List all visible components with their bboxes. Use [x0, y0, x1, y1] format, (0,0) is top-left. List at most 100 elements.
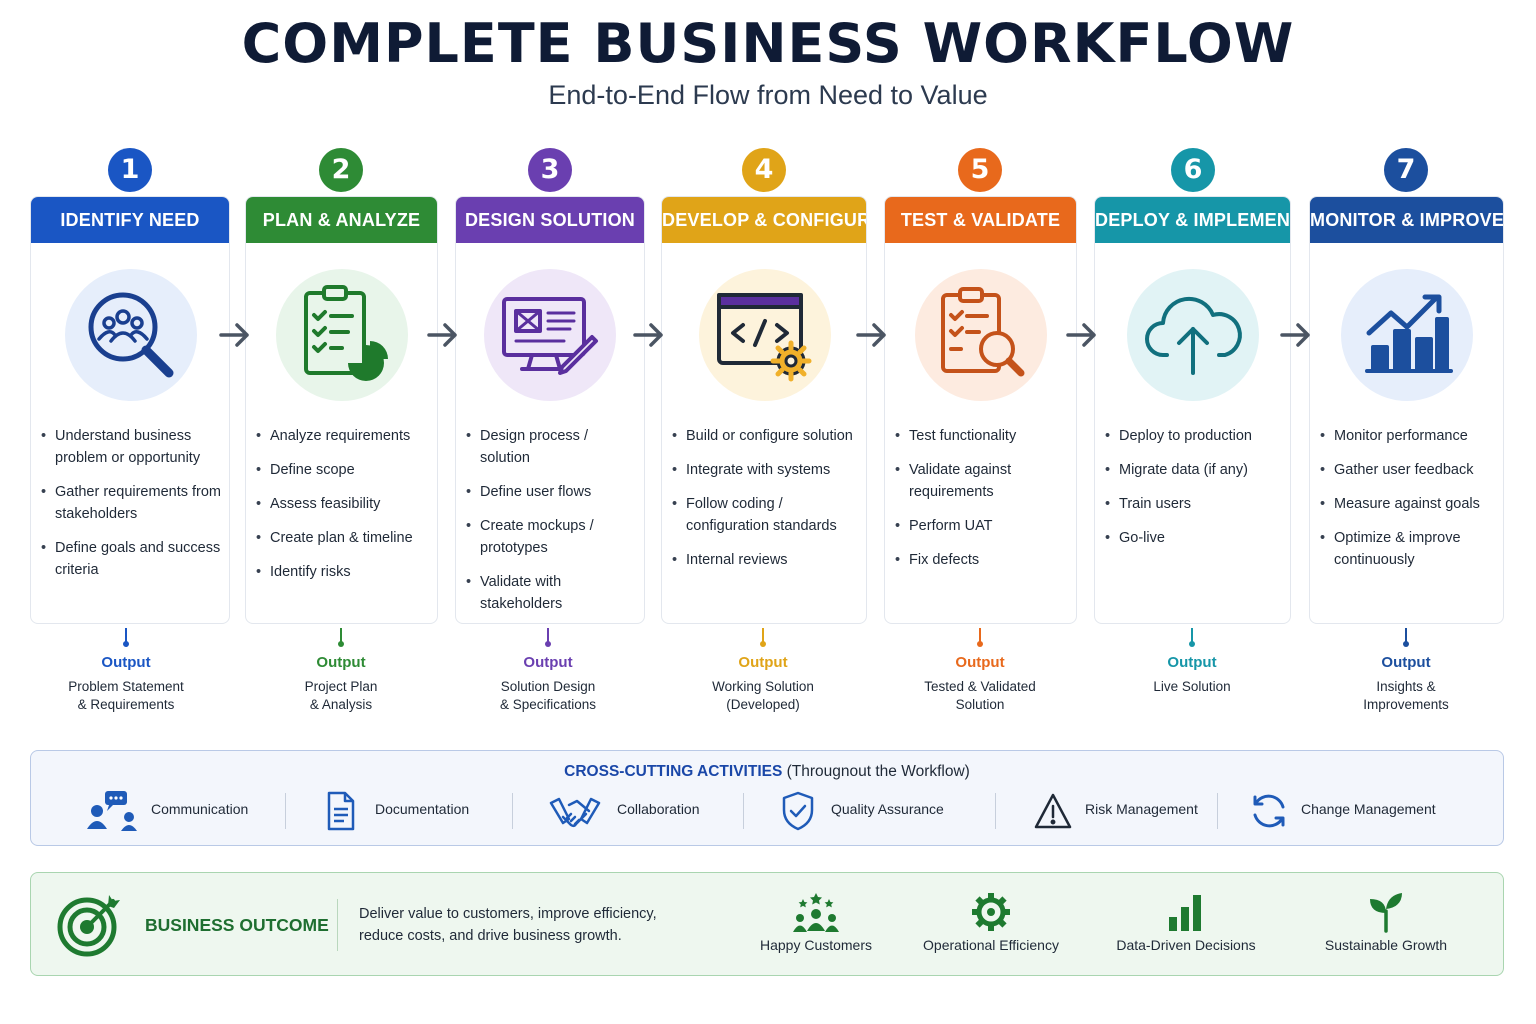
arrow-right-icon [219, 323, 249, 347]
checklist-magnifier-icon [915, 269, 1047, 401]
sprout-icon [1370, 893, 1402, 933]
step-bullets: Understand business problem or opportuni… [41, 425, 223, 593]
arrow-right-icon [633, 323, 663, 347]
cross-item-quality-assurance: Quality Assurance [781, 791, 981, 831]
cross-item-communication: Communication [85, 791, 265, 831]
list-item: Deploy to production [1105, 425, 1284, 447]
output-label: Output [316, 654, 366, 671]
output-connector [545, 628, 551, 647]
arrow-right-icon [427, 323, 457, 347]
cross-item-change-management: Change Management [1249, 791, 1469, 831]
gear-icon [972, 893, 1010, 931]
clipboard-chart-icon [276, 269, 408, 401]
benefit-label: Happy Customers [759, 937, 873, 953]
business-outcome-text: Deliver value to customers, improve effi… [359, 906, 657, 944]
chat-people-icon [87, 791, 137, 831]
output-text: Insights & Improvements [1363, 679, 1449, 712]
output-connector [338, 628, 344, 647]
step-card: TEST & VALIDATE Test functionality Valid… [884, 196, 1077, 624]
list-item: Understand business problem or opportuni… [41, 425, 223, 469]
cross-item-label: Change Management [1301, 801, 1436, 817]
warning-icon [1034, 793, 1072, 829]
list-item: Migrate data (if any) [1105, 459, 1284, 481]
bar-chart-icon [1169, 895, 1201, 931]
list-item: Gather user feedback [1320, 459, 1497, 481]
benefit-label: Sustainable Growth [1324, 937, 1448, 953]
list-item: Create mockups / prototypes [466, 515, 638, 559]
list-item: Assess feasibility [256, 493, 431, 515]
step-title: MONITOR & IMPROVE [1310, 197, 1503, 243]
step-title: PLAN & ANALYZE [246, 197, 437, 243]
output-text: Problem Statement & Requirements [68, 679, 184, 712]
output-connector [1189, 628, 1195, 647]
step-number: 1 [108, 148, 152, 192]
output-text: Live Solution [1153, 679, 1231, 694]
step-bullets: Test functionality Validate against requ… [895, 425, 1070, 583]
list-item: Measure against goals [1320, 493, 1497, 515]
cross-cutting-title-strong: CROSS-CUTTING ACTIVITIES [564, 763, 783, 780]
code-gear-icon [699, 269, 831, 401]
benefit-happy-customers: Happy Customers [746, 891, 886, 953]
step-title: IDENTIFY NEED [31, 197, 229, 243]
step-number: 7 [1384, 148, 1428, 192]
step-number: 3 [528, 148, 572, 192]
list-item: Optimize & improve continuously [1320, 527, 1497, 571]
list-item: Monitor performance [1320, 425, 1497, 447]
cross-item-label: Collaboration [617, 801, 700, 817]
step-number: 6 [1171, 148, 1215, 192]
refresh-icon [1253, 794, 1285, 828]
step-card: PLAN & ANALYZE Analyze requirements Defi… [245, 196, 438, 624]
list-item: Define scope [256, 459, 431, 481]
search-people-icon [65, 269, 197, 401]
output-label: Output [1167, 654, 1217, 671]
list-item: Define goals and success criteria [41, 537, 223, 581]
business-outcome-title: BUSINESS OUTCOME [145, 915, 329, 935]
list-item: Train users [1105, 493, 1284, 515]
cross-cutting-title: CROSS-CUTTING ACTIVITIES (Througnout the… [31, 763, 1503, 781]
step-card: DEVELOP & CONFIGURE Build or configure s… [661, 196, 867, 624]
list-item: Validate against requirements [895, 459, 1070, 503]
list-item: Design process / solution [466, 425, 638, 469]
cross-cutting-title-weak: (Througnout the Workflow) [782, 763, 970, 780]
arrow-right-icon [856, 323, 886, 347]
list-item: Identify risks [256, 561, 431, 583]
benefit-label: Data-Driven Decisions [1116, 937, 1256, 953]
arrow-right-icon [1280, 323, 1310, 347]
step-bullets: Build or configure solution Integrate wi… [672, 425, 860, 583]
step-number: 5 [958, 148, 1002, 192]
page-subtitle: End-to-End Flow from Need to Value [548, 80, 988, 110]
step-title: DEVELOP & CONFIGURE [662, 197, 866, 243]
cross-item-documentation: Documentation [325, 791, 495, 831]
step-bullets: Design process / solution Define user fl… [466, 425, 638, 623]
divider [512, 793, 513, 829]
step-card: IDENTIFY NEED Understand business proble… [30, 196, 230, 624]
step-number: 4 [742, 148, 786, 192]
step-card: DEPLOY & IMPLEMENT Deploy to production … [1094, 196, 1291, 624]
step-number: 2 [319, 148, 363, 192]
divider [743, 793, 744, 829]
list-item: Go-live [1105, 527, 1284, 549]
cross-item-label: Risk Management [1085, 801, 1198, 817]
list-item: Analyze requirements [256, 425, 431, 447]
output-connector [760, 628, 766, 647]
cross-item-risk-management: Risk Management [1033, 791, 1213, 831]
list-item: Build or configure solution [672, 425, 860, 447]
list-item: Internal reviews [672, 549, 860, 571]
output-connector [1403, 628, 1409, 647]
step-bullets: Analyze requirements Define scope Assess… [256, 425, 431, 595]
divider [285, 793, 286, 829]
business-outcome-panel: BUSINESS OUTCOME Deliver value to custom… [30, 872, 1504, 976]
list-item: Test functionality [895, 425, 1070, 447]
cloud-upload-icon [1127, 269, 1259, 401]
benefit-operational-efficiency: Operational Efficiency [911, 891, 1071, 953]
output-text: Working Solution (Developed) [712, 679, 814, 712]
step-bullets: Monitor performance Gather user feedback… [1320, 425, 1497, 583]
output-text: Project Plan & Analysis [304, 679, 378, 712]
cross-cutting-panel: CROSS-CUTTING ACTIVITIES (Througnout the… [30, 750, 1504, 846]
output-label: Output [955, 654, 1005, 671]
list-item: Perform UAT [895, 515, 1070, 537]
output-label: Output [523, 654, 573, 671]
output-label: Output [101, 654, 151, 671]
document-icon [327, 791, 355, 831]
shield-check-icon [782, 791, 814, 831]
